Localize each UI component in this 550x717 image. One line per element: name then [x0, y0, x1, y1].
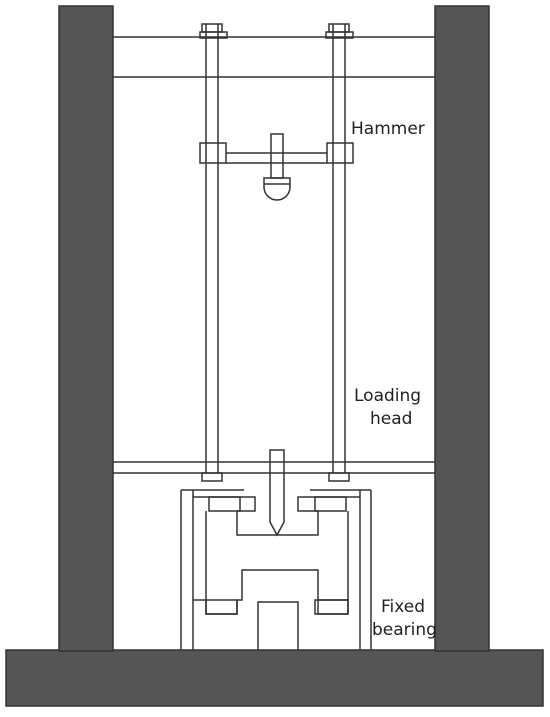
loading-head-label-line1: Loading [354, 386, 421, 406]
right-guide-rod [325, 23, 354, 482]
upper-bearing-block [193, 496, 360, 600]
top-crossbeam [113, 36, 435, 78]
hammer-label: Hammer [351, 119, 425, 139]
right-column [434, 5, 490, 652]
loading-head-label-line2: head [370, 409, 412, 429]
base-plate [5, 649, 544, 707]
left-guide-rod [199, 23, 228, 482]
loading-head [269, 449, 285, 537]
fixed-bearing-label-line1: Fixed [381, 597, 425, 617]
apparatus-lines [113, 23, 435, 650]
fixed-bearing-frame [180, 489, 372, 650]
lower-bearing-support [193, 569, 349, 650]
loading-head-crossbeam [113, 461, 435, 474]
left-column [58, 5, 114, 652]
fixed-bearing-label-line2: bearing [372, 620, 437, 640]
hammer [199, 133, 354, 201]
